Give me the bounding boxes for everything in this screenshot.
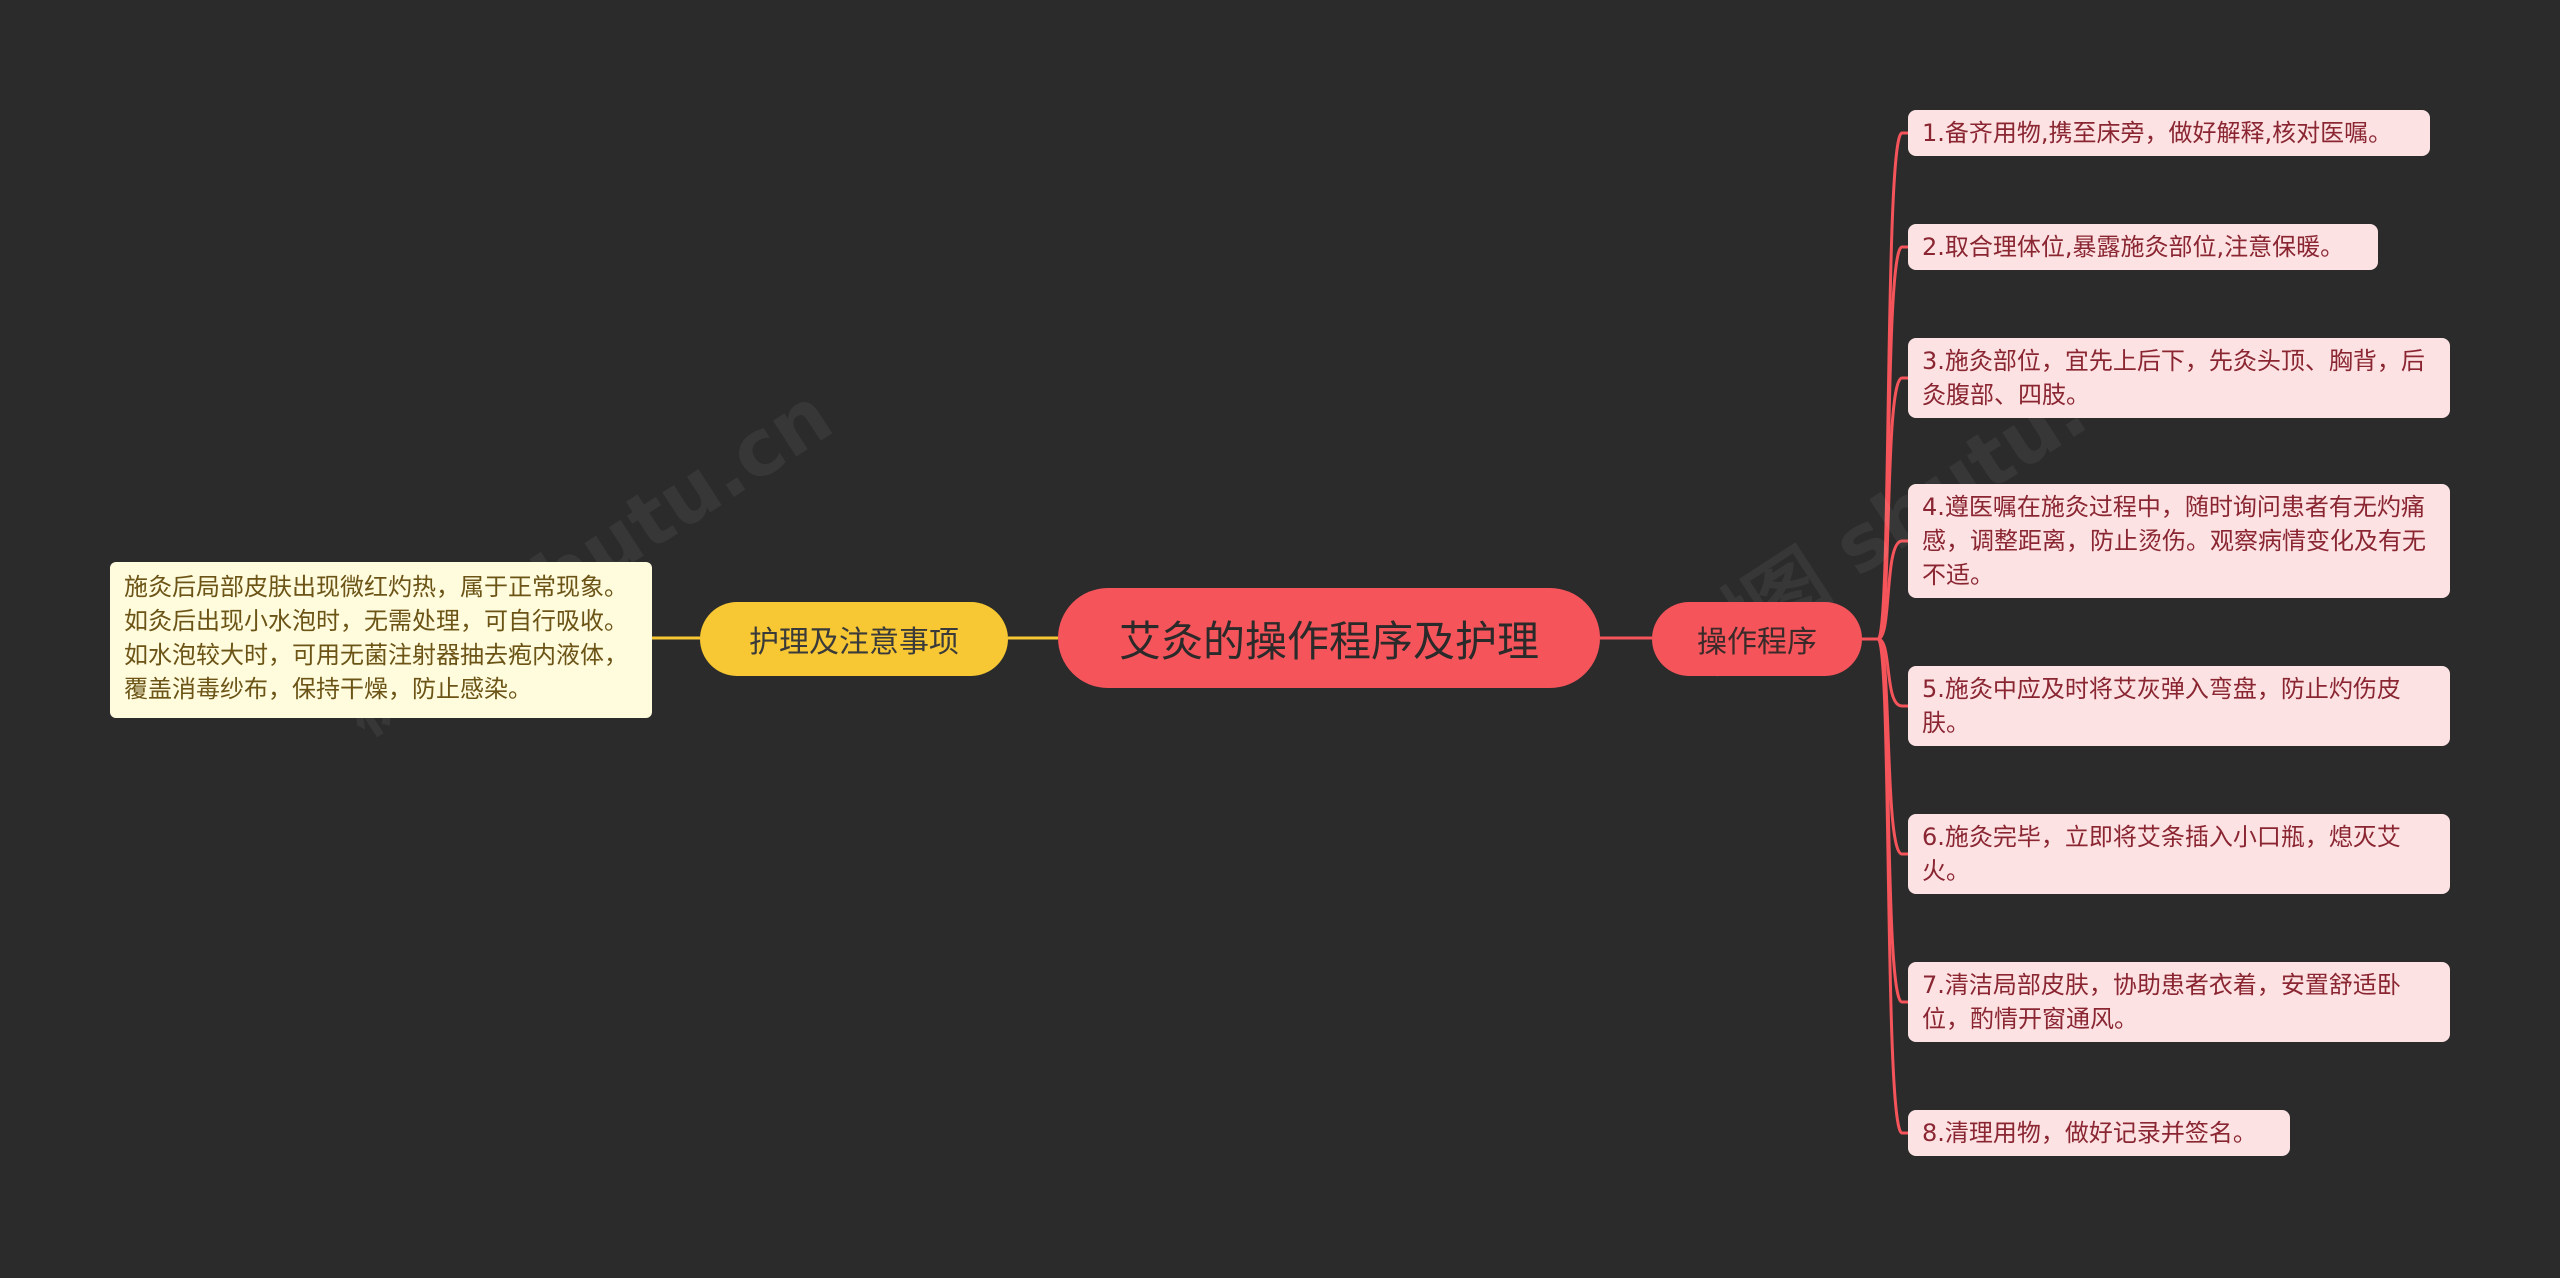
procedure-step[interactable]: 6.施灸完毕，立即将艾条插入小口瓶，熄灭艾火。 [1908, 814, 2450, 894]
connector-step [1862, 376, 1908, 641]
connector-step [1862, 637, 1908, 1135]
procedure-step[interactable]: 2.取合理体位,暴露施灸部位,注意保暖。 [1908, 224, 2378, 270]
procedure-step[interactable]: 5.施灸中应及时将艾灰弹入弯盘，防止灼伤皮肤。 [1908, 666, 2450, 746]
procedure-step[interactable]: 1.备齐用物,携至床旁，做好解释,核对医嘱。 [1908, 110, 2430, 156]
procedure-step[interactable]: 4.遵医嘱在施灸过程中，随时询问患者有无灼痛感，调整距离，防止烫伤。观察病情变化… [1908, 484, 2450, 598]
note-card: 施灸后局部皮肤出现微红灼热，属于正常现象。如灸后出现小水泡时，无需处理，可自行吸… [110, 562, 652, 718]
root-topic[interactable]: 艾灸的操作程序及护理 [1058, 588, 1600, 688]
procedure-step[interactable]: 3.施灸部位，宜先上后下，先灸头顶、胸背，后灸腹部、四肢。 [1908, 338, 2450, 418]
branch-operation-procedure[interactable]: 操作程序 [1652, 602, 1862, 676]
procedure-step[interactable]: 7.清洁局部皮肤，协助患者衣着，安置舒适卧位，酌情开窗通风。 [1908, 962, 2450, 1042]
procedure-step[interactable]: 8.清理用物，做好记录并签名。 [1908, 1110, 2290, 1156]
branch-nursing-precautions[interactable]: 护理及注意事项 [700, 602, 1008, 676]
connector-step [1862, 539, 1908, 641]
